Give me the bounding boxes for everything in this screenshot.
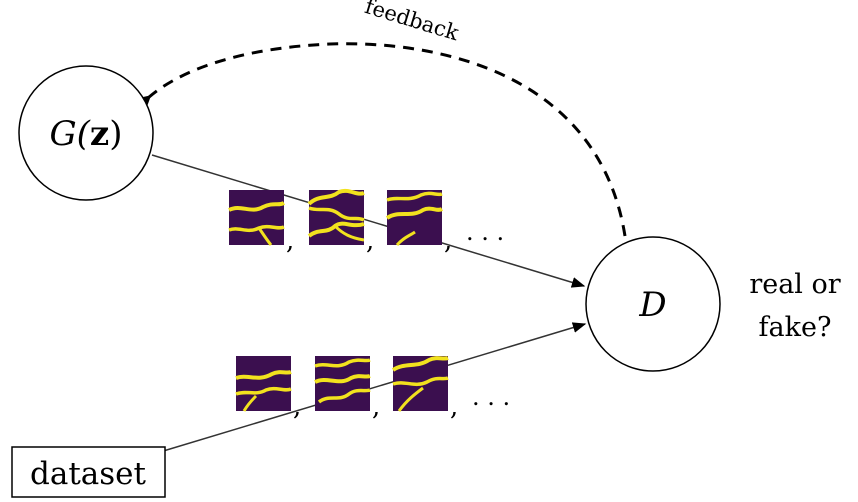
generated-sample-1 [228,190,286,246]
separator-2: , [366,226,374,256]
feedback-label: feedback [362,0,462,45]
output-label-line1: real or [749,269,840,300]
real-ellipsis: . . . [472,383,510,411]
generated-sample-2 [307,188,365,245]
generator-node: G(z) [18,65,154,201]
discriminator-label: D [638,285,666,325]
separator-5: , [372,392,380,422]
real-sample-1 [235,356,292,412]
generator-to-discriminator-arrow [151,154,586,288]
generated-samples: , , , . . . [228,188,504,256]
generated-ellipsis: . . . [466,218,504,246]
real-sample-3 [391,356,449,412]
generator-label: G( [49,114,90,154]
dataset-label: dataset [30,456,147,492]
generated-sample-3 [385,190,444,247]
separator-1: , [286,226,294,256]
output-label-line2: fake? [759,312,832,343]
separator-4: , [293,392,301,422]
generator-label-close: ) [109,114,122,154]
separator-3: , [444,226,452,256]
separator-6: , [450,392,458,422]
feedback-arrow [122,42,627,237]
dataset-node: dataset [11,446,166,498]
discriminator-node: D [585,236,721,372]
generator-latent-z: z [90,114,109,154]
dataset-to-discriminator-arrow [159,322,587,453]
real-sample-2 [314,356,371,411]
real-samples: , , , . . . [235,356,510,422]
svg-text:G(z): G(z) [49,114,122,154]
